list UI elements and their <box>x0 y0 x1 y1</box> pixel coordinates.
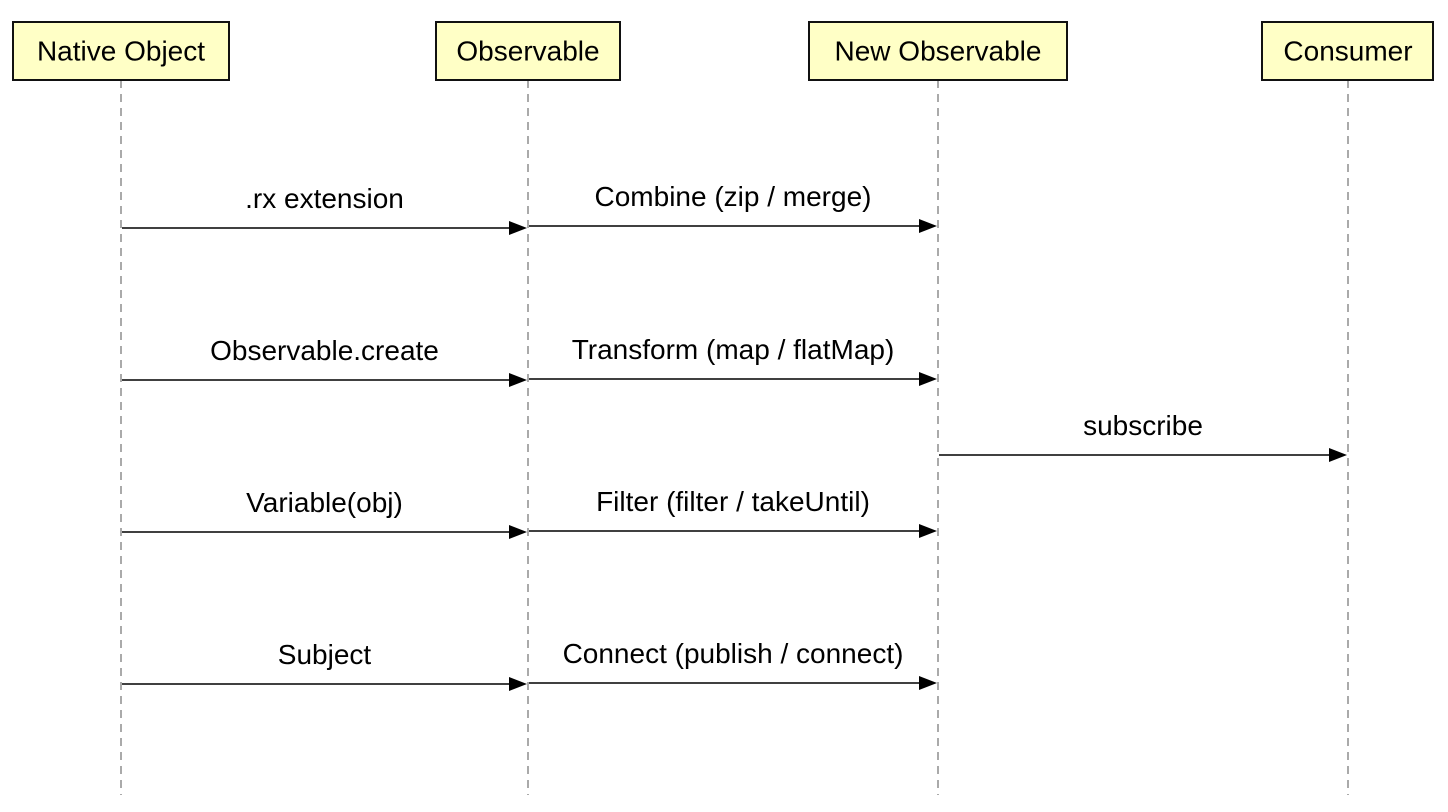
message-arrow: Transform (map / flatMap) <box>529 334 937 386</box>
actor-observable: Observable <box>435 21 621 81</box>
actor-box <box>12 21 230 81</box>
arrow-head <box>919 676 937 690</box>
message-label: Filter (filter / takeUntil) <box>596 486 870 517</box>
actor-native: Native Object <box>12 21 230 81</box>
message-arrow: Subject <box>122 639 527 691</box>
actor-label: New Observable <box>835 36 1042 67</box>
actor-label: Consumer <box>1283 36 1412 67</box>
arrow-head <box>509 525 527 539</box>
arrow-head <box>509 677 527 691</box>
actor-label: Observable <box>456 36 599 67</box>
message-arrow: Connect (publish / connect) <box>529 638 937 690</box>
message-label: Combine (zip / merge) <box>595 181 872 212</box>
arrow-head <box>919 219 937 233</box>
arrow-head <box>919 524 937 538</box>
arrow-head <box>1329 448 1347 462</box>
actor-box <box>808 21 1068 81</box>
message-arrow: Variable(obj) <box>122 487 527 539</box>
message-label: Transform (map / flatMap) <box>572 334 895 365</box>
actor-box <box>1261 21 1434 81</box>
arrow-head <box>509 221 527 235</box>
message-arrow: Combine (zip / merge) <box>529 181 937 233</box>
actor-consumer: Consumer <box>1261 21 1434 81</box>
message-label: .rx extension <box>245 183 404 214</box>
arrow-head <box>509 373 527 387</box>
message-arrow: Filter (filter / takeUntil) <box>529 486 937 538</box>
message-arrow: subscribe <box>939 410 1347 462</box>
message-label: Connect (publish / connect) <box>563 638 904 669</box>
messages: .rx extension Combine (zip / merge) Observ… <box>122 181 1347 691</box>
message-label: Subject <box>278 639 372 670</box>
message-arrow: .rx extension <box>122 183 527 235</box>
message-label: Variable(obj) <box>246 487 403 518</box>
actors: Native Object Observable New Observable Con… <box>12 21 1434 81</box>
lifelines <box>120 80 1349 795</box>
message-arrow: Observable.create <box>122 335 527 387</box>
message-label: subscribe <box>1083 410 1203 441</box>
actor-newobs: New Observable <box>808 21 1068 81</box>
arrow-head <box>919 372 937 386</box>
actor-box <box>435 21 621 81</box>
actor-label: Native Object <box>37 36 205 67</box>
message-label: Observable.create <box>210 335 439 366</box>
